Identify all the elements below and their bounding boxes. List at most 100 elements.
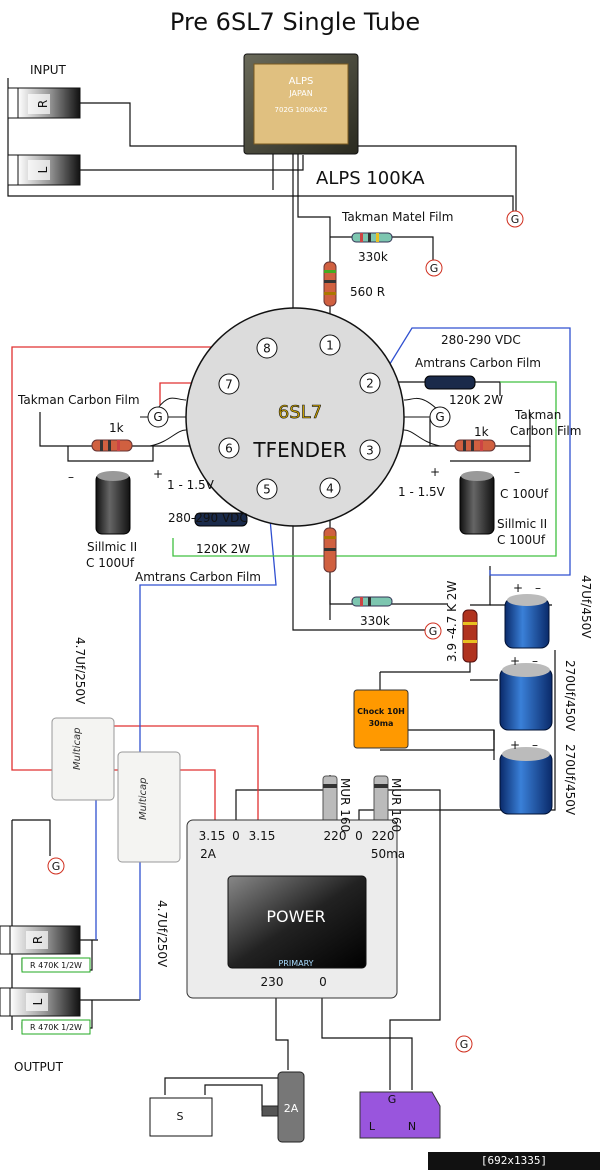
svg-text:3.15: 3.15 <box>249 829 276 843</box>
svg-text:L: L <box>31 998 45 1005</box>
svg-text:30ma: 30ma <box>369 719 394 728</box>
svg-text:–: – <box>68 470 74 484</box>
resistor-drop <box>462 609 478 663</box>
svg-text:+: + <box>513 581 523 595</box>
svg-text:R 470K 1/2W: R 470K 1/2W <box>30 961 82 970</box>
svg-text:C 100Uf: C 100Uf <box>86 556 135 570</box>
fuse-holder[interactable]: 2A <box>261 1071 305 1143</box>
power-switch[interactable]: S <box>149 1097 213 1137</box>
svg-text:2: 2 <box>366 377 374 391</box>
svg-text:PRIMARY: PRIMARY <box>278 959 313 968</box>
resistor-1k-left <box>91 439 133 452</box>
svg-text:MUR 160: MUR 160 <box>338 778 352 832</box>
tube-pin-7: 7 <box>218 373 240 395</box>
svg-text:Multicap: Multicap <box>72 728 83 770</box>
cap-sillmic-left <box>95 471 131 535</box>
cap-270uf-b <box>499 747 553 815</box>
svg-text:1k: 1k <box>109 421 124 435</box>
input-jack-l[interactable]: L <box>7 154 81 186</box>
power-transformer: POWER PRIMARY <box>186 819 398 999</box>
resistor-330k-bottom <box>351 596 393 607</box>
svg-text:1: 1 <box>326 339 334 353</box>
svg-text:Multicap: Multicap <box>138 778 149 820</box>
svg-text:N: N <box>408 1120 416 1133</box>
svg-text:270Uf/450V: 270Uf/450V <box>563 744 577 816</box>
input-label: INPUT <box>30 63 67 77</box>
svg-text:+: + <box>153 467 163 481</box>
cap-270uf-a <box>499 663 553 731</box>
green-wiring <box>172 381 557 557</box>
page-title: Pre 6SL7 Single Tube <box>170 8 420 36</box>
tube-pin-4: 4 <box>319 477 341 499</box>
svg-text:220: 220 <box>324 829 347 843</box>
component-labels: Takman Matel Film 330k 560 R 280-290 VDC… <box>17 210 593 968</box>
resistor-takman-matel-top <box>351 232 393 243</box>
alps-potentiometer[interactable]: ALPS JAPAN 702G 100KAX2 <box>243 53 359 155</box>
svg-text:C 100Uf: C 100Uf <box>500 487 549 501</box>
tube-pin-1: 1 <box>319 334 341 356</box>
tube-pins: 1 2 3 4 5 6 7 8 <box>218 334 381 500</box>
svg-text:Takman Matel Film: Takman Matel Film <box>341 210 453 224</box>
svg-text:280-290 VDC: 280-290 VDC <box>168 511 248 525</box>
tube-pin-6: 6 <box>218 437 240 459</box>
svg-text:POWER: POWER <box>266 907 325 926</box>
svg-text:7: 7 <box>225 378 233 392</box>
svg-text:R: R <box>36 100 50 108</box>
svg-text:+: + <box>430 465 440 479</box>
resistor-amtrans-right <box>424 375 476 390</box>
output-resistor-r: R 470K 1/2W <box>21 957 91 973</box>
svg-text:6: 6 <box>225 442 233 456</box>
ground-symbols: G G G G G <box>47 210 524 1053</box>
pot-label: ALPS 100KA <box>316 168 425 189</box>
svg-text:Sillmic II: Sillmic II <box>87 540 137 554</box>
cathode-grounds: G G <box>147 406 451 428</box>
cap-sillmic-right <box>459 471 495 535</box>
svg-text:8: 8 <box>263 342 271 356</box>
tube-pin-8: 8 <box>256 337 278 359</box>
tube-pin-3: 3 <box>359 439 381 461</box>
svg-text:Chock 10H: Chock 10H <box>357 707 405 716</box>
svg-text:120K 2W: 120K 2W <box>449 393 503 407</box>
svg-text:3.15: 3.15 <box>199 829 226 843</box>
svg-text:G: G <box>511 213 520 226</box>
svg-text:–: – <box>514 465 520 479</box>
svg-text:+: + <box>510 654 520 668</box>
svg-text:330k: 330k <box>358 250 388 264</box>
tube-brand: TFENDER <box>252 438 346 462</box>
svg-text:C 100Uf: C 100Uf <box>497 533 546 547</box>
svg-text:Sillmic II: Sillmic II <box>497 517 547 531</box>
svg-text:230: 230 <box>261 975 284 989</box>
svg-text:–: – <box>535 581 541 595</box>
choke-10h: Chock 10H 30ma <box>353 689 409 749</box>
svg-text:280-290 VDC: 280-290 VDC <box>441 333 521 347</box>
svg-text:3.9 -4.7 K 2W: 3.9 -4.7 K 2W <box>445 581 459 662</box>
resistor-560r <box>323 261 337 307</box>
svg-text:270Uf/450V: 270Uf/450V <box>563 660 577 732</box>
svg-text:G: G <box>435 410 444 424</box>
tube-pin-2: 2 <box>359 372 381 394</box>
iec-inlet[interactable]: G L N <box>359 1091 441 1139</box>
svg-text:G: G <box>52 860 61 873</box>
output-label: OUTPUT <box>14 1060 64 1074</box>
output-jack-l[interactable]: L <box>0 987 81 1017</box>
svg-text:–: – <box>532 738 538 752</box>
svg-text:4: 4 <box>326 482 334 496</box>
svg-text:702G 100KAX2: 702G 100KAX2 <box>275 106 328 114</box>
svg-text:Amtrans Carbon Film: Amtrans Carbon Film <box>135 570 261 584</box>
svg-text:2A: 2A <box>284 1102 299 1115</box>
input-jack-r[interactable]: R <box>7 87 81 119</box>
svg-text:560 R: 560 R <box>350 285 385 299</box>
resistor-amtrans-left <box>194 512 248 527</box>
svg-text:R: R <box>31 936 45 944</box>
svg-text:G: G <box>460 1038 469 1051</box>
coupling-cap-right: Multicap <box>117 751 181 863</box>
svg-text:L: L <box>369 1120 376 1133</box>
svg-text:G: G <box>429 625 438 638</box>
svg-text:JAPAN: JAPAN <box>288 89 312 98</box>
svg-text:G: G <box>430 262 439 275</box>
output-resistor-l: R 470K 1/2W <box>21 1019 91 1035</box>
output-jack-r[interactable]: R <box>0 925 81 955</box>
svg-text:Amtrans Carbon Film: Amtrans Carbon Film <box>415 356 541 370</box>
